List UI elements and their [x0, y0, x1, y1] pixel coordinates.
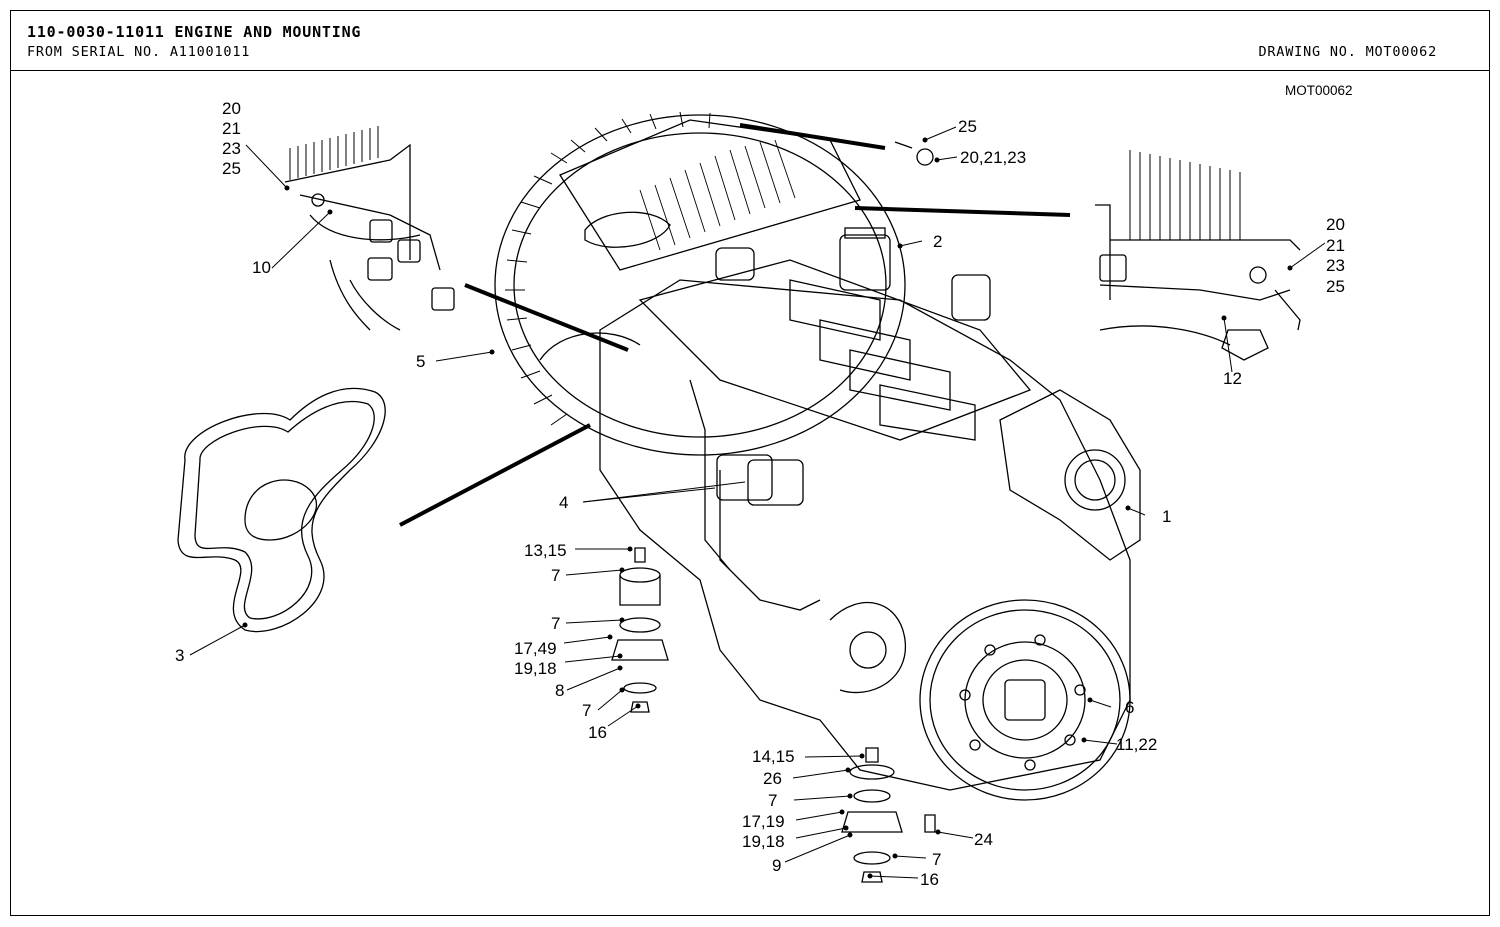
serial-number: FROM SERIAL NO. A11001011 [27, 44, 251, 60]
callout-25-left: 25 [222, 159, 241, 178]
callout-1: 1 [1162, 507, 1171, 526]
callout-7-a: 7 [551, 566, 560, 585]
fan-shroud [494, 111, 906, 456]
leader-lines [189, 126, 1326, 879]
callout-19-18-front: 19,18 [514, 659, 557, 678]
callout-19-18-rear: 19,18 [742, 832, 785, 851]
callout-17-19: 17,19 [742, 812, 785, 831]
callout-20-left: 20 [222, 99, 241, 118]
inset-pointer-lines [399, 123, 1071, 527]
callout-24: 24 [974, 830, 993, 849]
callout-4: 4 [559, 493, 568, 512]
callout-14-15: 14,15 [752, 747, 795, 766]
callout-21-left: 21 [222, 119, 241, 138]
right-inset-bracket [1095, 150, 1301, 361]
rear-mount-stack [841, 747, 936, 883]
drive-belt [177, 387, 386, 633]
callout-16-front: 16 [588, 723, 607, 742]
callout-26: 26 [763, 769, 782, 788]
callout-16-rear: 16 [920, 870, 939, 889]
callout-23-right: 23 [1326, 256, 1345, 275]
callout-9: 9 [772, 856, 781, 875]
callout-8: 8 [555, 681, 564, 700]
callout-21-right: 21 [1326, 236, 1345, 255]
engine-block [599, 227, 1141, 791]
title-block: 110-0030-11011 ENGINE AND MOUNTING FROM … [11, 11, 1489, 71]
callout-7-d: 7 [768, 791, 777, 810]
leader-dots [242, 137, 1293, 879]
callout-5: 5 [416, 352, 425, 371]
callout-17-49: 17,49 [514, 639, 557, 658]
callout-12: 12 [1223, 369, 1242, 388]
callout-23-left: 23 [222, 139, 241, 158]
callout-25-top: 25 [958, 117, 977, 136]
callout-7-e: 7 [932, 850, 941, 869]
callout-7-c: 7 [582, 701, 591, 720]
front-mount-stack [611, 547, 669, 713]
drawing-number: DRAWING NO. MOT00062 [1258, 44, 1437, 60]
callout-25-right: 25 [1326, 277, 1345, 296]
callout-labels: MOT00062 20 21 23 25 20 21 23 25 25 20,2… [175, 83, 1353, 889]
callout-20-21-23-top: 20,21,23 [960, 148, 1026, 167]
drawing-reference-label: MOT00062 [1285, 83, 1353, 98]
callout-7-b: 7 [551, 614, 560, 633]
drawing-sheet: 110-0030-11011 ENGINE AND MOUNTING FROM … [10, 10, 1490, 916]
callout-11-22: 11,22 [1116, 735, 1157, 754]
flywheel [829, 599, 1131, 801]
left-inset-bracket [284, 126, 455, 331]
callout-20-right: 20 [1326, 215, 1345, 234]
callout-6: 6 [1125, 698, 1134, 717]
callout-13-15: 13,15 [524, 541, 567, 560]
top-hardware [894, 141, 934, 166]
callout-10: 10 [252, 258, 271, 277]
callout-3: 3 [175, 646, 184, 665]
callout-2: 2 [933, 232, 942, 251]
drawing-title: 110-0030-11011 ENGINE AND MOUNTING [27, 23, 362, 41]
